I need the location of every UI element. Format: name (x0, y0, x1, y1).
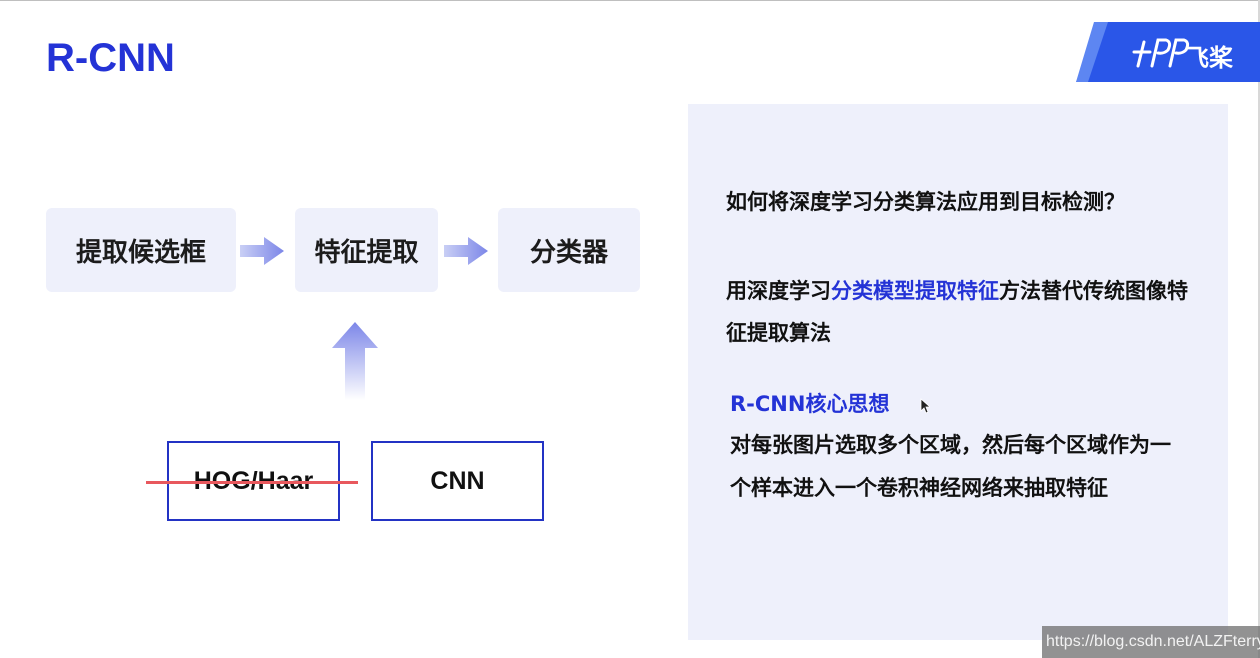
slide-title: R-CNN (46, 36, 175, 80)
flow-step-feature: 特征提取 (295, 208, 438, 292)
core-idea-body: 对每张图片选取多个区域，然后每个区域作为一个样本进入一个卷积神经网络来抽取特征 (730, 433, 1171, 500)
paddlepaddle-logo (1076, 22, 1260, 82)
window-right-border (1258, 0, 1260, 658)
explanation-panel (688, 104, 1228, 640)
panel-answer: 用深度学习分类模型提取特征方法替代传统图像特征提取算法 (726, 270, 1196, 354)
flow-step-classifier: 分类器 (498, 208, 640, 292)
strikethrough-line (146, 481, 358, 484)
core-idea-title: R-CNN核心思想 (730, 392, 890, 416)
answer-suffix: 方法替代传统图像特征提取算法 (726, 279, 1188, 345)
answer-prefix: 用深度学习 (726, 279, 831, 303)
method-cnn: CNN (371, 441, 544, 521)
answer-highlight: 分类模型提取特征 (831, 279, 999, 303)
mouse-cursor-icon (920, 398, 930, 414)
logo-text: 飞桨 (1185, 44, 1233, 72)
window-top-border (0, 0, 1260, 1)
arrow-up-icon (332, 322, 378, 400)
arrow-right-icon (444, 237, 488, 265)
panel-question: 如何将深度学习分类算法应用到目标检测？ (726, 190, 1125, 214)
arrow-right-icon (240, 237, 284, 265)
watermark: https://blog.csdn.net/ALZFterry (1042, 626, 1260, 658)
flow-step-proposal: 提取候选框 (46, 208, 236, 292)
